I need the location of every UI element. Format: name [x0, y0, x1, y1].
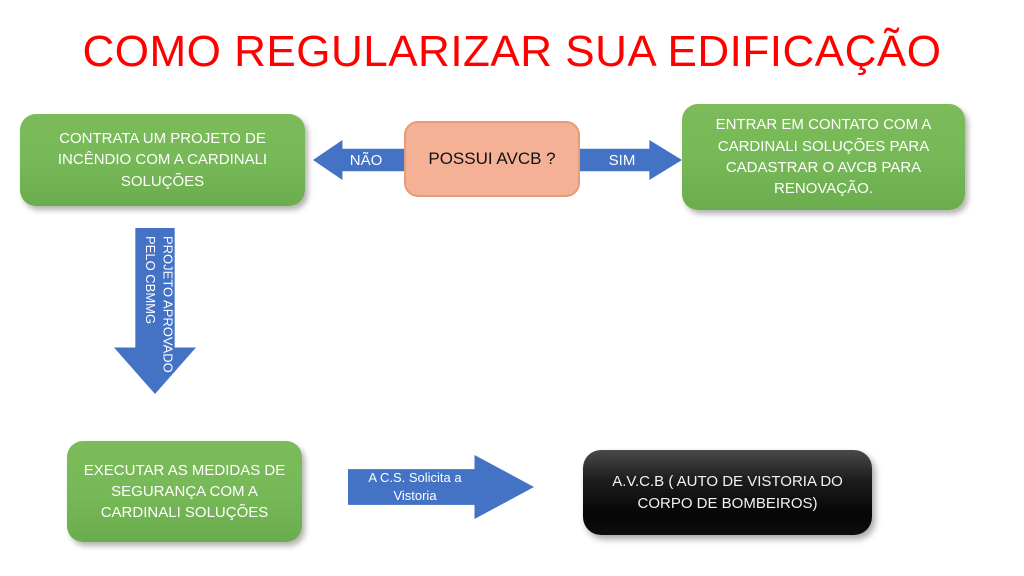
node-avcb-result[interactable]: A.V.C.B ( AUTO DE VISTORIA DO CORPO DE B…: [583, 450, 872, 535]
arrow-nao[interactable]: NÃO: [313, 140, 405, 180]
page-title: COMO REGULARIZAR SUA EDIFICAÇÃO: [82, 27, 942, 76]
arrow-sim[interactable]: SIM: [580, 140, 682, 180]
arrow-solicita-vistoria-line-2: Vistoria: [393, 488, 437, 503]
arrow-sim-label: SIM: [608, 151, 636, 169]
node-avcb-text: A.V.C.B ( AUTO DE VISTORIA DO CORPO DE B…: [595, 471, 860, 514]
node-avcb-line-2: CORPO DE BOMBEIROS): [637, 494, 818, 512]
arrow-solicita-vistoria[interactable]: A C.S. Solicita a Vistoria: [348, 455, 534, 519]
node-executar-medidas-seguranca[interactable]: EXECUTAR AS MEDIDAS DE SEGURANÇA COM A C…: [67, 441, 302, 542]
node-entrar-em-contato[interactable]: ENTRAR EM CONTATO COM A CARDINALI SOLUÇÕ…: [682, 104, 965, 210]
node-executar-line-3: CARDINALI SOLUÇÕES: [100, 504, 269, 522]
node-possui-avcb-decision[interactable]: POSSUI AVCB ?: [404, 121, 580, 197]
node-contrata-text: CONTRATA UM PROJETO DE INCÊNDIO COM A CA…: [32, 128, 293, 192]
arrow-nao-label: NÃO: [349, 151, 383, 169]
node-possui-avcb-text: POSSUI AVCB ?: [418, 147, 566, 171]
arrow-solicita-vistoria-label: A C.S. Solicita a Vistoria: [368, 469, 461, 504]
node-executar-line-1: EXECUTAR AS MEDIDAS DE: [83, 461, 286, 479]
arrow-projeto-aprovado-line-1: PROJETO APROVADO: [160, 236, 176, 373]
node-contrata-projeto-incendio[interactable]: CONTRATA UM PROJETO DE INCÊNDIO COM A CA…: [20, 114, 305, 206]
node-contrata-line-1: CONTRATA UM PROJETO DE: [59, 130, 266, 148]
node-entrar-text: ENTRAR EM CONTATO COM A CARDINALI SOLUÇÕ…: [694, 114, 953, 199]
node-entrar-line-2: CARDINALI SOLUÇÕES PARA: [717, 137, 930, 155]
node-contrata-line-2: INCÊNDIO COM A CARDINALI: [57, 151, 268, 169]
arrow-solicita-vistoria-line-1: A C.S. Solicita a: [368, 470, 462, 486]
node-executar-text: EXECUTAR AS MEDIDAS DE SEGURANÇA COM A C…: [79, 460, 290, 524]
node-contrata-line-3: SOLUÇÕES: [120, 172, 205, 190]
node-entrar-line-1: ENTRAR EM CONTATO COM A: [715, 116, 932, 134]
node-avcb-line-1: A.V.C.B ( AUTO DE VISTORIA DO: [612, 473, 843, 491]
arrow-projeto-aprovado[interactable]: PROJETO APROVADO PELO CBMMG: [114, 228, 196, 394]
node-executar-line-2: SEGURANÇA COM A: [111, 482, 258, 500]
arrow-projeto-aprovado-line-2: PELO CBMMG: [143, 236, 158, 325]
node-entrar-line-4: RENOVAÇÃO.: [774, 180, 873, 198]
node-possui-avcb-label: POSSUI AVCB ?: [428, 148, 556, 168]
arrow-projeto-aprovado-label: PROJETO APROVADO PELO CBMMG: [141, 236, 176, 373]
node-entrar-line-3: CADASTRAR O AVCB PARA: [725, 159, 922, 176]
